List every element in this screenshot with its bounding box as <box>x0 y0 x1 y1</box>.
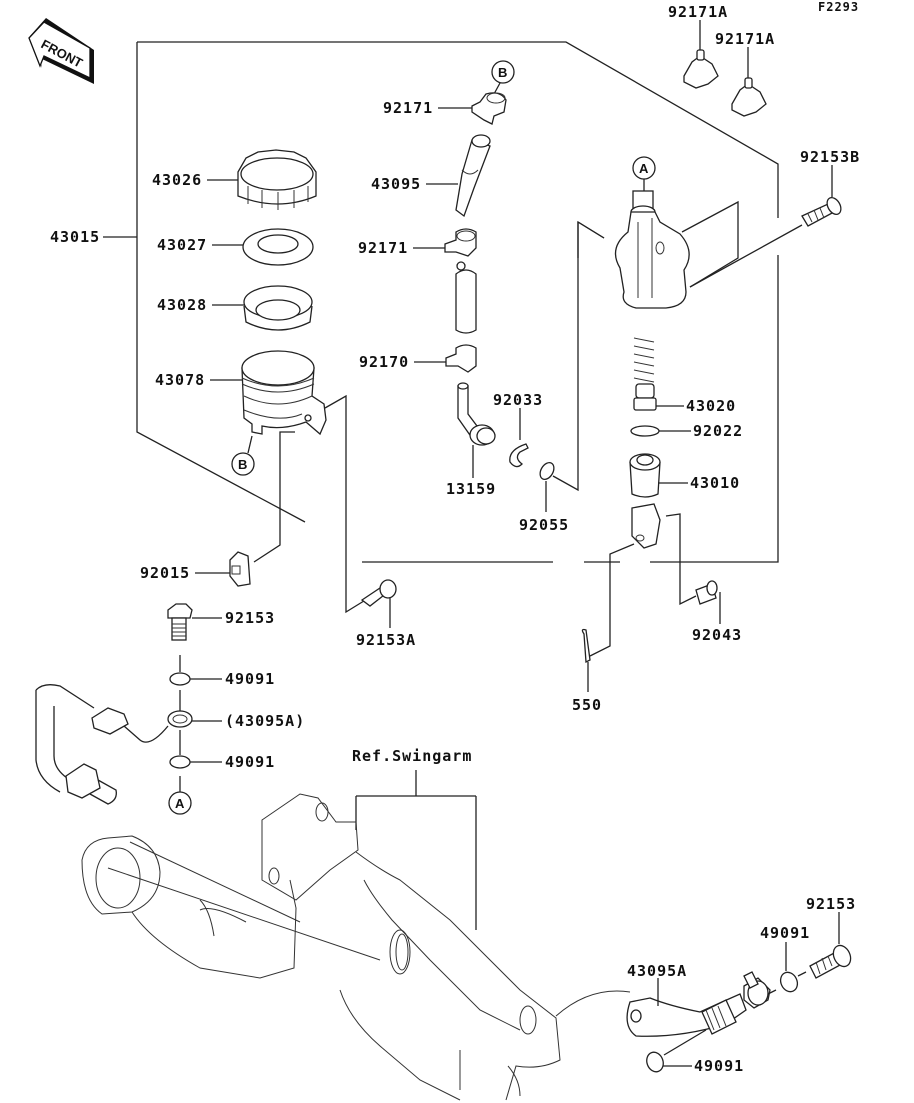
part-92033-circlip <box>509 443 529 468</box>
callout-92043: 92043 <box>692 626 742 644</box>
callout-13159: 13159 <box>446 480 496 498</box>
callout-43027: 43027 <box>157 236 207 254</box>
callout-43020: 43020 <box>686 397 736 415</box>
part-92153A-bolt <box>360 579 397 607</box>
part-43095-hose <box>455 134 491 218</box>
callout-92153A: 92153A <box>356 631 416 649</box>
callout-92170: 92170 <box>359 353 409 371</box>
ref-swingarm-label: Ref.Swingarm <box>352 747 472 765</box>
part-92153-banjo-bolt-right <box>809 944 852 979</box>
callout-92055: 92055 <box>519 516 569 534</box>
callout-92171-mid: 92171 <box>358 239 408 257</box>
body-bracket-right <box>681 200 739 288</box>
part-43095A-hose-upper <box>35 684 193 805</box>
body-bracket-left <box>577 221 605 258</box>
leader-reservoir-92015 <box>253 431 295 563</box>
part-49091-washer-upper <box>169 672 191 686</box>
callout-92153-left: 92153 <box>225 609 275 627</box>
callout-43095: 43095 <box>371 175 421 193</box>
callout-92153B: 92153B <box>800 148 860 166</box>
axis-washer-bottom <box>663 1029 707 1056</box>
leader-b-top <box>493 82 501 95</box>
front-arrow-icon: FRONT <box>28 18 94 84</box>
leader-clevis-92043 <box>665 513 697 606</box>
figure-id: F2293 <box>818 0 859 14</box>
callout-92015: 92015 <box>140 564 190 582</box>
part-92171-clamp-top <box>471 92 507 125</box>
connector-a-top: A <box>632 156 656 180</box>
callout-43026: 43026 <box>152 171 202 189</box>
leader-92153B-to-body <box>689 224 803 288</box>
svg-text:B: B <box>238 457 247 472</box>
part-13159-fitting <box>457 382 496 446</box>
part-550-cotter-pin <box>581 628 591 664</box>
part-92170-clamp <box>445 344 477 373</box>
part-92153-banjo-bolt-left <box>167 603 193 641</box>
part-49091-washer-right <box>779 971 799 993</box>
leader-clevis-550 <box>589 543 635 657</box>
axis-banjo-6 <box>797 971 807 977</box>
part-92171A-clamp-2 <box>731 77 767 117</box>
callout-43028: 43028 <box>157 296 207 314</box>
callout-43010: 43010 <box>690 474 740 492</box>
callout-49091-bottom: 49091 <box>694 1057 744 1075</box>
part-49091-washer-lower <box>169 755 191 769</box>
callout-92022: 92022 <box>693 422 743 440</box>
callout-49091-right: 49091 <box>760 924 810 942</box>
part-43078-reservoir <box>241 350 327 436</box>
svg-text:B: B <box>498 65 507 80</box>
part-92015-nut <box>229 551 251 587</box>
part-49091-washer-bottom <box>646 1051 664 1073</box>
callout-92171-top: 92171 <box>383 99 433 117</box>
leader-ref-swingarm <box>355 770 477 930</box>
leader-b-bottom <box>247 435 253 454</box>
callout-550: 550 <box>572 696 602 714</box>
part-43010-piston-assembly <box>629 453 661 549</box>
part-43026-reservoir-cap <box>237 149 317 210</box>
callout-43095A: 43095A <box>627 962 687 980</box>
part-92022-circlip <box>630 425 660 437</box>
part-43027-diaphragm-plate <box>242 228 314 266</box>
part-master-cylinder-body <box>614 190 690 309</box>
axis-banjo-5 <box>767 989 777 995</box>
callout-92153-right: 92153 <box>806 895 856 913</box>
part-43028-diaphragm <box>243 285 313 331</box>
callout-92171A-2: 92171A <box>715 30 775 48</box>
part-hose-segment <box>455 261 477 334</box>
callout-49091-lower: 49091 <box>225 753 275 771</box>
callout-43095A-paren: (43095A) <box>225 712 305 730</box>
part-43020-piston-spring <box>633 337 657 411</box>
part-92171-clamp-mid <box>444 228 477 257</box>
swingarm-frame <box>81 793 631 1101</box>
assembly-43015-outline <box>136 41 779 563</box>
svg-text:A: A <box>175 796 185 811</box>
connector-b-bottom: B <box>231 452 255 476</box>
callout-92171A-1: 92171A <box>668 3 728 21</box>
leader-reservoir-92153A <box>324 394 373 614</box>
connector-a-bottom: A <box>168 791 192 815</box>
svg-text:A: A <box>639 161 649 176</box>
leader-92055-bracket <box>552 220 605 492</box>
connector-b-top: B <box>491 60 515 84</box>
callout-43078: 43078 <box>155 371 205 389</box>
part-43095A-hose-lower <box>626 971 771 1037</box>
callout-92033: 92033 <box>493 391 543 409</box>
callout-49091-upper: 49091 <box>225 670 275 688</box>
part-92153B-bolt <box>801 196 842 227</box>
callout-43015: 43015 <box>50 228 100 246</box>
part-92043-pin <box>695 580 718 605</box>
part-92171A-clamp-1 <box>683 49 719 89</box>
part-92055-o-ring <box>539 461 555 481</box>
